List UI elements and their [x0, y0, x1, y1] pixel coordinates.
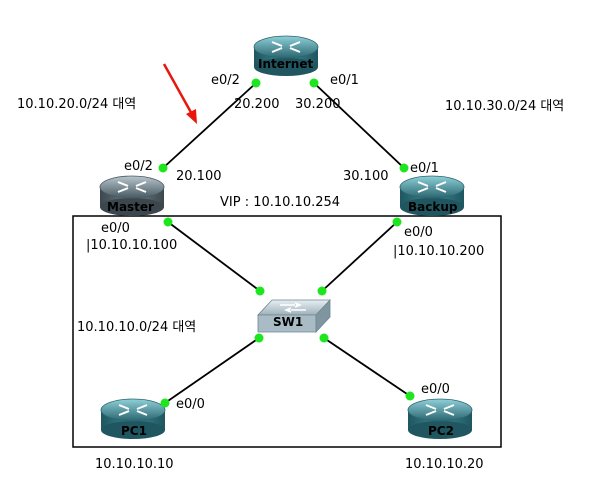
port-label-master-e00: e0/0 [101, 221, 130, 236]
address-label-internet-30: 30.200 [295, 97, 341, 112]
router-icon-master[interactable] [99, 175, 165, 216]
links [162, 82, 411, 404]
address-label-backup-lan: |10.10.10.200 [393, 244, 484, 259]
port-label-internet-e02: e0/2 [211, 73, 240, 88]
lan-boundary-box [72, 215, 502, 448]
device-label-pc2: PC2 [428, 424, 454, 438]
device-label-internet: Internet [258, 57, 313, 71]
vip-label: VIP : 10.10.10.254 [220, 195, 340, 210]
port-dot-internet-e02 [251, 78, 261, 88]
port-label-pc2-e00: e0/0 [421, 382, 450, 397]
port-dot-master-e00 [163, 217, 173, 227]
port-dot-sw1-backup [317, 286, 327, 296]
router-icon-pc2[interactable] [407, 398, 473, 439]
address-label-master-20: 20.100 [176, 169, 222, 184]
port-label-internet-e01: e0/1 [330, 73, 359, 88]
port-dot-pc1-e00 [160, 398, 170, 408]
link-master-sw1 [167, 221, 261, 292]
port-dot-sw1-pc2 [319, 333, 329, 343]
network-label-30: 10.10.30.0/24 대역 [445, 99, 564, 114]
switch-icon-sw1[interactable] [257, 298, 331, 334]
device-label-master: Master [107, 200, 154, 214]
link-sw1-pc1 [164, 337, 260, 404]
port-dots [158, 78, 415, 408]
address-label-pc2: 10.10.10.20 [405, 457, 484, 472]
port-label-master-e02: e0/2 [124, 159, 153, 174]
router-icon-internet[interactable] [253, 35, 319, 76]
router-icon-backup[interactable] [399, 175, 465, 216]
network-label-10: 10.10.10.0/24 대역 [77, 320, 196, 335]
link-backup-sw1 [321, 221, 398, 292]
device-label-backup: Backup [408, 200, 458, 214]
red-arrow-icon [162, 63, 197, 124]
port-dot-sw1-master [255, 286, 265, 296]
link-internet-master [162, 82, 257, 169]
address-label-internet-20: 20.200 [234, 97, 280, 112]
port-label-backup-e00: e0/0 [404, 225, 433, 240]
link-sw1-pc2 [323, 337, 411, 397]
port-dot-pc2-e00 [405, 391, 415, 401]
network-label-20: 10.10.20.0/24 대역 [17, 97, 136, 112]
port-dot-backup-e00 [392, 217, 402, 227]
port-label-backup-e01: e0/1 [410, 161, 439, 176]
address-label-pc1: 10.10.10.10 [95, 457, 174, 472]
device-label-pc1: PC1 [121, 424, 147, 438]
device-label-sw1: SW1 [273, 315, 303, 329]
port-dot-backup-e01 [399, 163, 409, 173]
router-icon-pc1[interactable] [100, 398, 166, 439]
address-label-backup-30: 30.100 [343, 169, 389, 184]
port-dot-sw1-pc1 [254, 333, 264, 343]
link-internet-backup [313, 82, 405, 169]
address-label-master-lan: |10.10.10.100 [86, 238, 177, 253]
port-dot-internet-e01 [309, 78, 319, 88]
port-label-pc1-e00: e0/0 [176, 397, 205, 412]
port-dot-master-e02 [158, 163, 168, 173]
